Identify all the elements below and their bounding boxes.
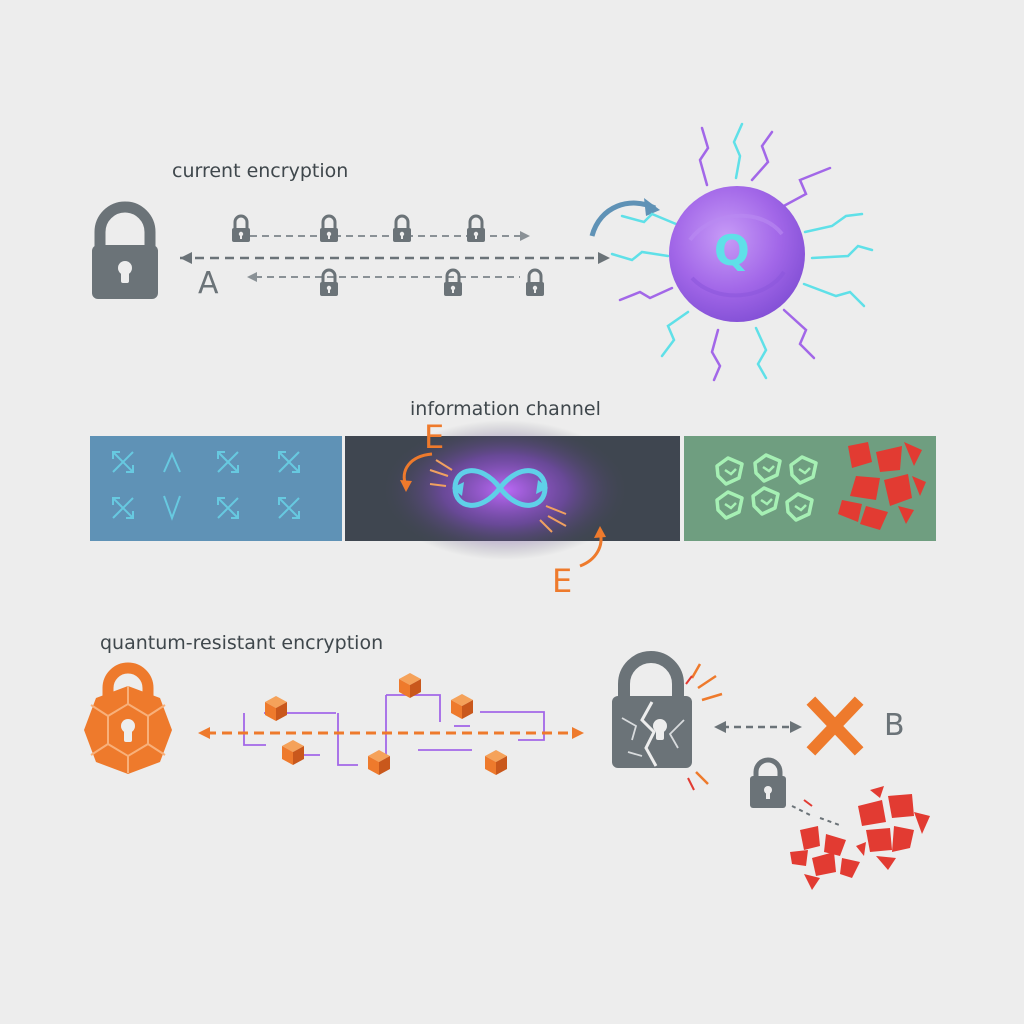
padlock-icon [318, 214, 340, 244]
padlock-a-icon [92, 201, 158, 299]
padlock-icon [524, 268, 546, 298]
cube-icon [265, 696, 287, 721]
broken-lock-icon [612, 651, 723, 791]
cube-icon [451, 694, 473, 719]
section-title-channel: information channel [410, 398, 601, 420]
resistant-channel [198, 673, 584, 775]
b-link-arrow [714, 721, 802, 733]
quantum-q-icon: Q [714, 226, 750, 275]
cube-icon [282, 740, 304, 765]
padlock-icon [318, 268, 340, 298]
eve-label-bottom: E [552, 562, 573, 600]
padlock-icon [465, 214, 487, 244]
eavesdropper-arrows [400, 452, 606, 568]
channel-panel-green [684, 436, 936, 541]
node-label-b: B [884, 708, 905, 743]
quantum-sphere-icon [669, 186, 805, 322]
section-title-resistant: quantum-resistant encryption [100, 632, 384, 654]
red-fragments [838, 442, 926, 530]
channel-panel-dark [345, 420, 680, 560]
current-channel-arrows [180, 231, 610, 282]
padlock-icon [391, 214, 413, 244]
channel-panel-blue [90, 436, 342, 541]
node-label-a: A [198, 266, 219, 301]
section-title-current: current encryption [172, 160, 349, 182]
orange-lattice-lock-icon [84, 662, 172, 774]
curved-arrow-icon [589, 198, 660, 237]
x-mark-icon [806, 696, 864, 756]
infinity-icon [452, 468, 548, 508]
small-broken-lock-icon [750, 757, 843, 827]
padlock-icon [230, 214, 252, 244]
eve-label-top: E [424, 418, 445, 456]
shattered-fragments [790, 786, 930, 890]
cube-icon [485, 750, 507, 775]
padlock-icon [442, 268, 464, 298]
quantum-rays [610, 122, 874, 382]
packet-locks [230, 214, 546, 298]
